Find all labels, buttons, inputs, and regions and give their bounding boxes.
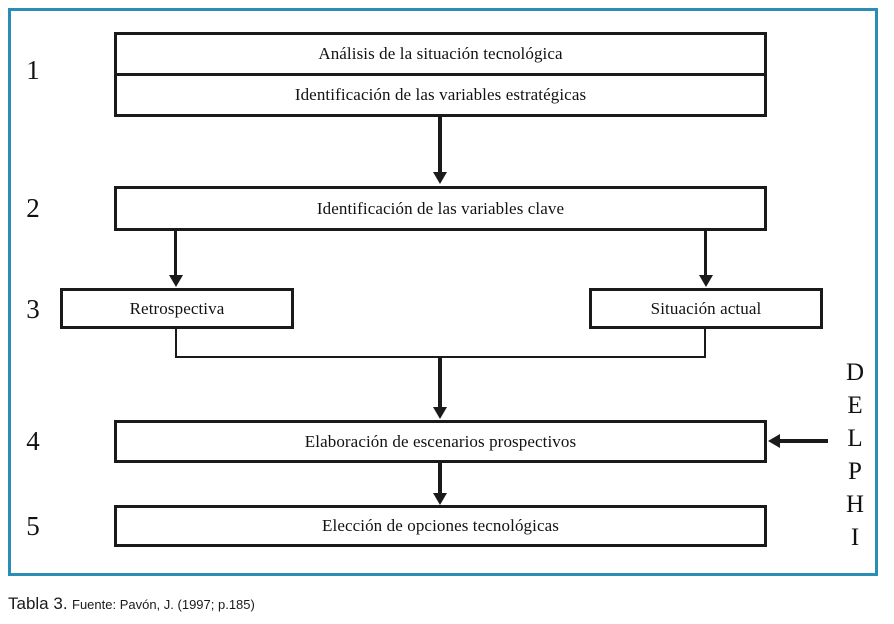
step-number-4: 4	[26, 426, 40, 456]
arrowhead-step2-to-situacion-actual	[699, 275, 713, 287]
process-box-step3-right[interactable]: Situación actual	[589, 288, 823, 329]
delphi-letter-h: H	[845, 491, 865, 518]
arrowhead-step1-to-step2	[433, 172, 447, 184]
delphi-letter-e: E	[847, 392, 863, 419]
process-box-step1-top-cell[interactable]: Análisis de la situación tecnológica	[117, 35, 764, 73]
step-number-3: 3	[26, 294, 40, 324]
connector-merge-to-step4	[438, 356, 442, 408]
arrowhead-merge-to-step4	[433, 407, 447, 419]
delphi-letter-l: L	[847, 425, 863, 452]
connector-step2-to-retrospectiva	[174, 231, 177, 276]
arrowhead-step4-to-step5	[433, 493, 447, 505]
process-box-step5-label: Elección de opciones tecnológicas	[322, 516, 559, 535]
process-box-step1[interactable]: Análisis de la situación tecnológica Ide…	[114, 32, 767, 117]
figure-caption: Tabla 3. Fuente: Pavón, J. (1997; p.185)	[8, 594, 255, 614]
process-box-step3-right-label: Situación actual	[650, 298, 762, 318]
step-number-2: 2	[26, 193, 40, 223]
delphi-annotation: D E L P H I	[838, 356, 872, 554]
process-box-step3-left[interactable]: Retrospectiva	[60, 288, 294, 329]
flowchart-diagram: 1 2 3 4 5 Análisis de la situación tecno…	[26, 32, 872, 554]
caption-source: Fuente: Pavón, J. (1997; p.185)	[72, 597, 255, 612]
step-number-5: 5	[26, 511, 40, 541]
connector-situacion-actual-down	[704, 329, 706, 358]
process-box-step1-bottom-cell[interactable]: Identificación de las variables estratég…	[117, 73, 764, 114]
connector-step4-to-step5	[438, 463, 442, 495]
process-box-step4[interactable]: Elaboración de escenarios prospectivos	[114, 420, 767, 463]
connector-step1-to-step2	[438, 117, 442, 173]
process-box-step3-left-label: Retrospectiva	[129, 298, 225, 318]
process-box-step1-top-label: Análisis de la situación tecnológica	[318, 44, 563, 63]
process-box-step2[interactable]: Identificación de las variables clave	[114, 186, 767, 231]
process-box-step5[interactable]: Elección de opciones tecnológicas	[114, 505, 767, 547]
connector-retrospectiva-down	[175, 329, 177, 358]
step-number-1: 1	[26, 55, 40, 85]
arrowhead-step2-to-retrospectiva	[169, 275, 183, 287]
connector-step2-to-situacion-actual	[704, 231, 707, 276]
process-box-step4-label: Elaboración de escenarios prospectivos	[304, 431, 577, 451]
caption-label: Tabla 3.	[8, 594, 68, 613]
process-box-step1-bottom-label: Identificación de las variables estratég…	[294, 85, 587, 104]
process-box-step2-label: Identificación de las variables clave	[316, 198, 565, 218]
connector-delphi-to-step4	[780, 439, 828, 443]
delphi-letter-p: P	[848, 458, 862, 485]
arrowhead-delphi-to-step4	[768, 434, 780, 448]
delphi-letter-i: I	[850, 524, 860, 551]
delphi-letter-d: D	[845, 359, 865, 386]
